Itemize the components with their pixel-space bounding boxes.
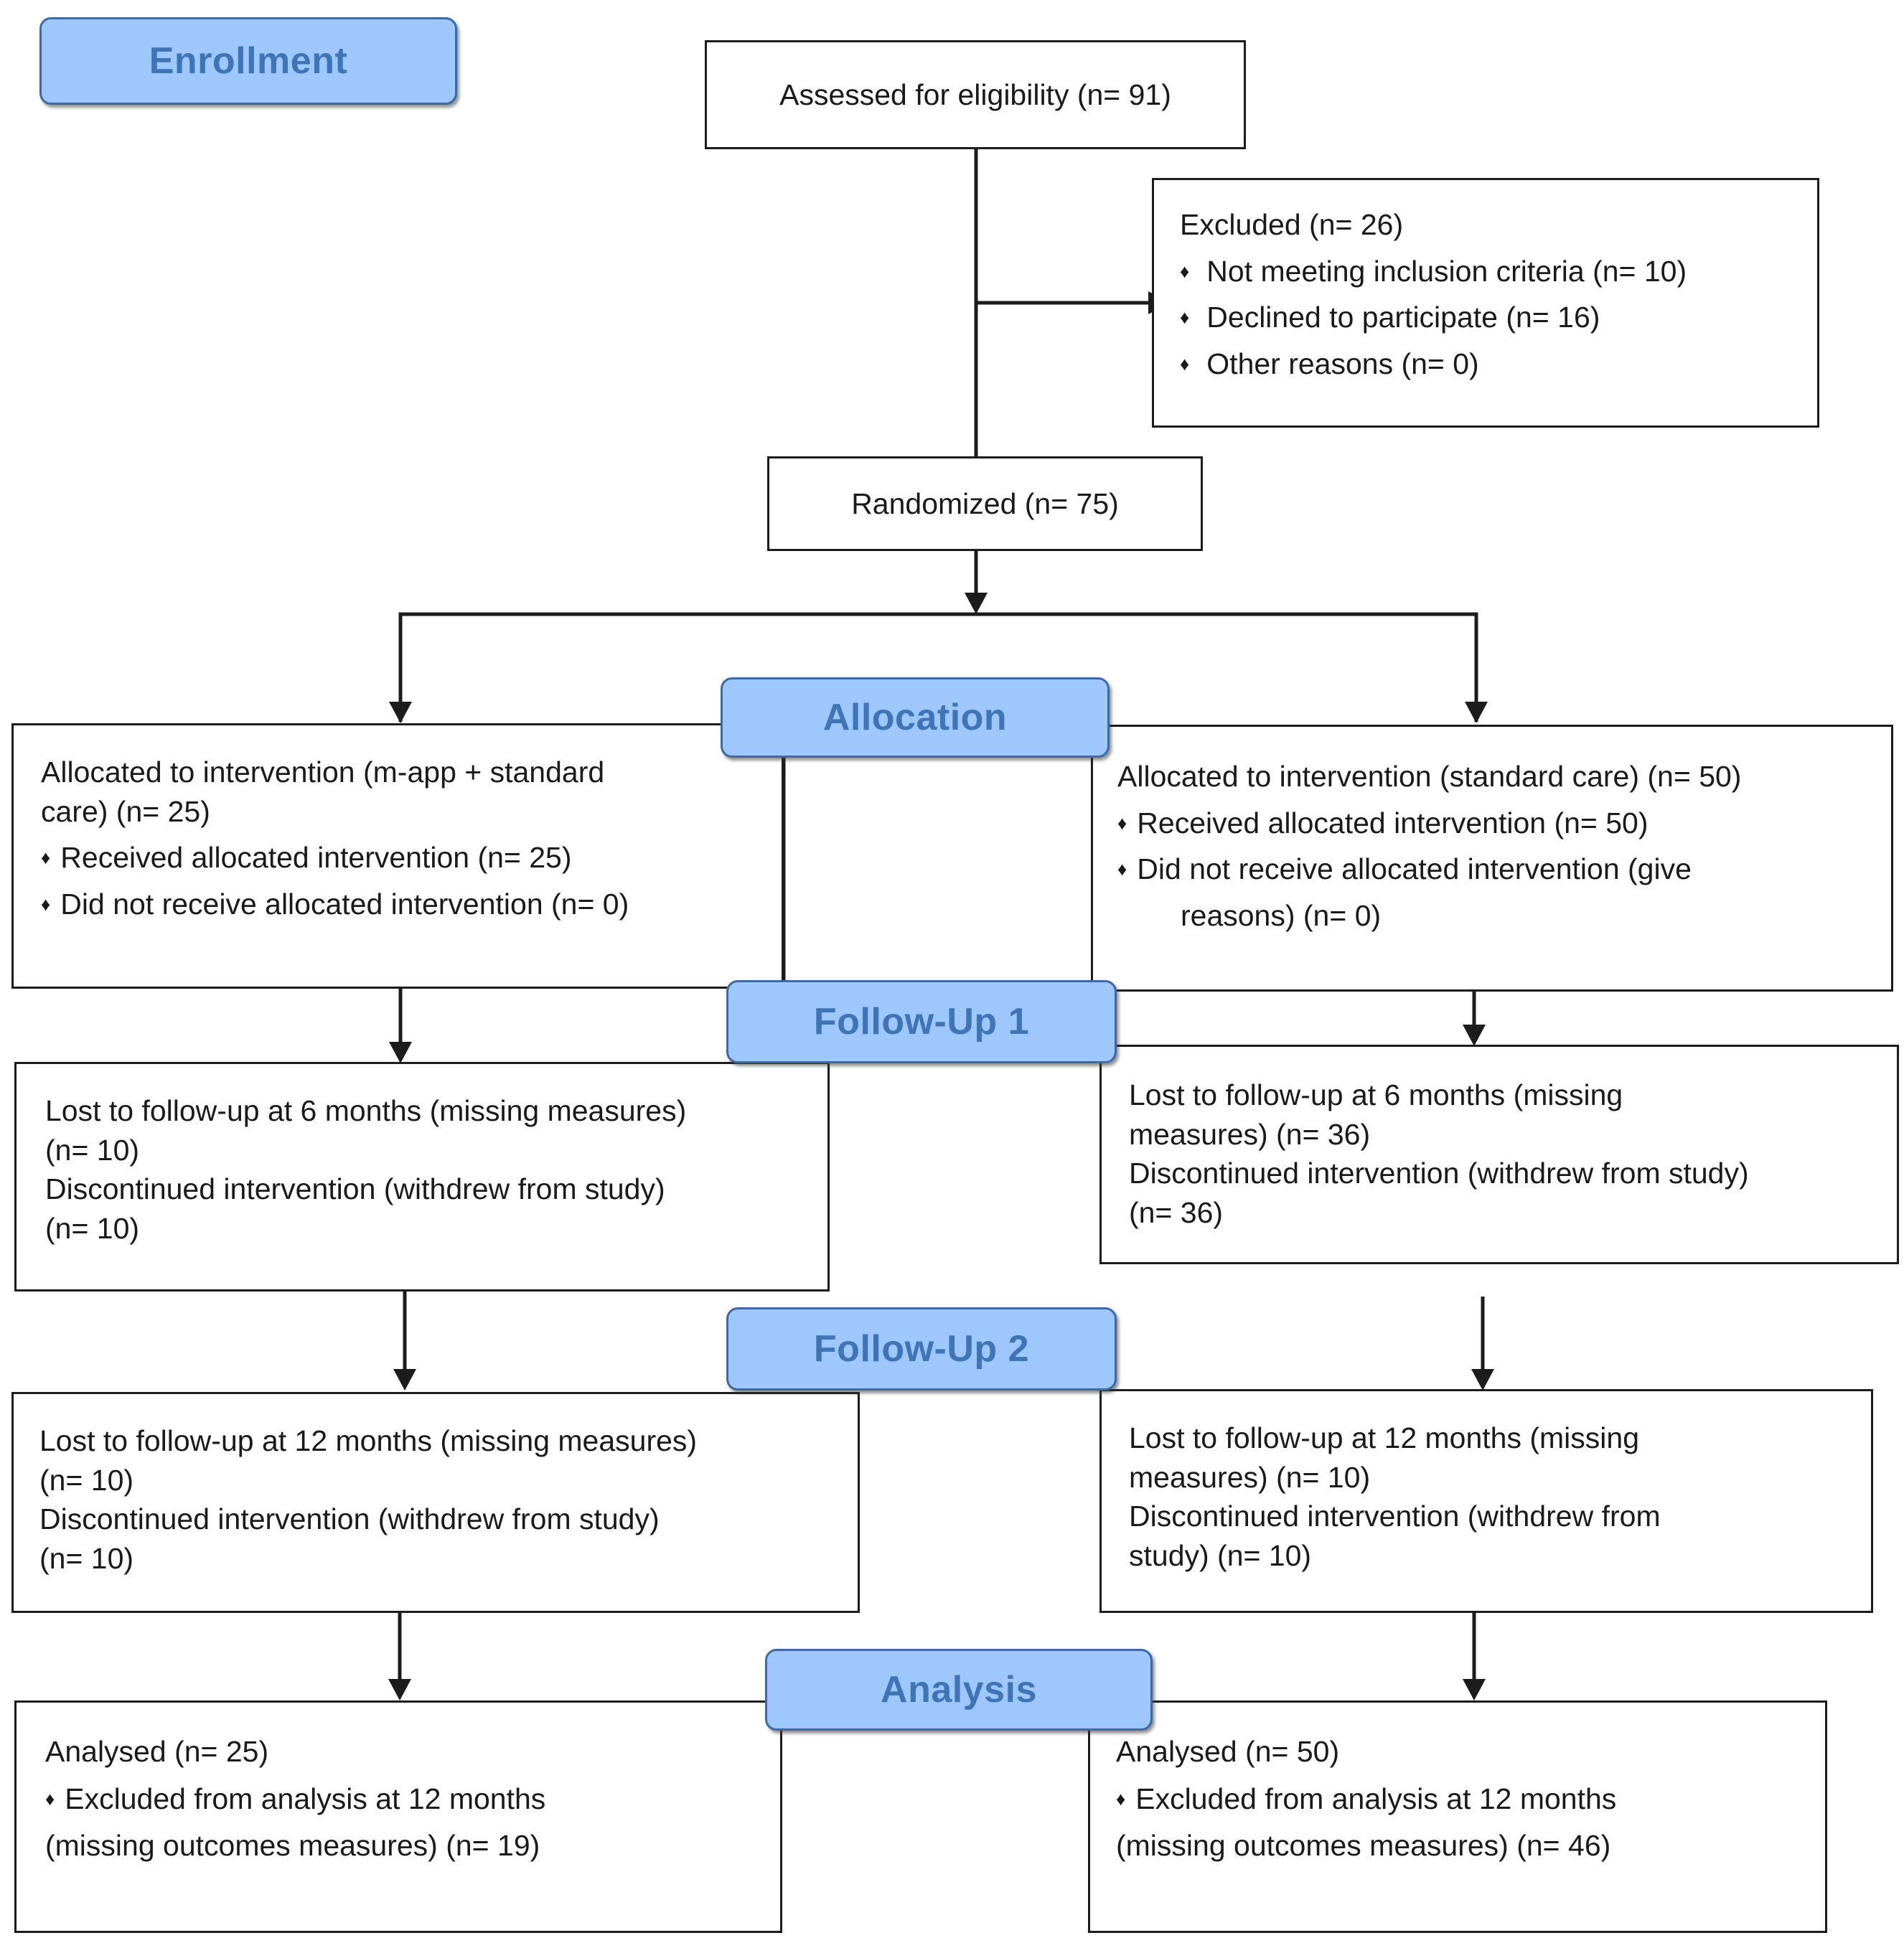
- follow-up-1-right-text: measures) (n= 36): [1129, 1117, 1371, 1151]
- assessed-text: Assessed for eligibility (n= 91): [779, 77, 1171, 111]
- follow-up-1-right-box: Lost to follow-up at 6 months (missing m…: [1099, 1045, 1899, 1264]
- follow-up-1-left-text: Lost to follow-up at 6 months (missing m…: [45, 1094, 687, 1127]
- analysis-right-continuation: (missing outcomes measures) (n= 46): [1116, 1829, 1611, 1863]
- allocation-right-continuation: reasons) (n= 0): [1181, 898, 1382, 932]
- follow-up-2-left-text: (n= 10): [39, 1541, 134, 1575]
- allocation-left-title: care) (n= 25): [41, 794, 210, 828]
- allocation-right-title: Allocated to intervention (standard care…: [1117, 760, 1742, 793]
- allocation-right-item: Did not receive allocated intervention (…: [1117, 850, 1891, 889]
- arrowhead-right-analysis: [1463, 1679, 1486, 1700]
- split-line: [398, 612, 1478, 722]
- analysis-left-item: Excluded from analysis at 12 months: [45, 1776, 780, 1823]
- follow-up-1-right-text: (n= 36): [1129, 1195, 1224, 1229]
- follow-up-2-left-box: Lost to follow-up at 12 months (missing …: [11, 1392, 860, 1613]
- follow-up-1-left-box: Lost to follow-up at 6 months (missing m…: [14, 1062, 830, 1292]
- stage-label-follow-up-1: Follow-Up 1: [726, 980, 1117, 1063]
- arrowhead-randomized: [965, 593, 988, 614]
- follow-up-1-right-text: Lost to follow-up at 6 months (missing: [1129, 1078, 1623, 1111]
- follow-up-2-left-text: (n= 10): [39, 1463, 134, 1497]
- randomized-text: Randomized (n= 75): [851, 486, 1119, 520]
- follow-up-1-left-text: (n= 10): [45, 1211, 140, 1245]
- excluded-title: Excluded (n= 26): [1180, 208, 1404, 241]
- excluded-item: Declined to participate (n= 16): [1180, 298, 1817, 337]
- analysis-right-title: Analysed (n= 50): [1116, 1735, 1340, 1768]
- excluded-box: Excluded (n= 26) Not meeting inclusion c…: [1152, 178, 1819, 428]
- follow-up-1-right-text: Discontinued intervention (withdrew from…: [1129, 1157, 1749, 1190]
- follow-up-2-right-text: Lost to follow-up at 12 months (missing: [1129, 1421, 1639, 1454]
- stage-label-analysis: Analysis: [765, 1649, 1153, 1731]
- follow-up-2-right-text: study) (n= 10): [1129, 1538, 1312, 1572]
- arrowhead-left-fu1: [389, 1042, 412, 1063]
- analysis-left-box: Analysed (n= 25) Excluded from analysis …: [14, 1700, 782, 1933]
- assessed-box: Assessed for eligibility (n= 91): [705, 40, 1246, 149]
- follow-up-2-right-text: Discontinued intervention (withdrew from: [1129, 1500, 1661, 1533]
- analysis-left-continuation: (missing outcomes measures) (n= 19): [45, 1829, 540, 1863]
- arrowhead-right-fu2: [1471, 1369, 1494, 1391]
- excluded-item: Not meeting inclusion criteria (n= 10): [1180, 252, 1817, 291]
- follow-up-2-left-text: Discontinued intervention (withdrew from…: [39, 1502, 660, 1536]
- allocation-right-item: Received allocated intervention (n= 50): [1117, 804, 1891, 843]
- allocation-left-item: Did not receive allocated intervention (…: [41, 885, 782, 924]
- allocation-right-box: Allocated to intervention (standard care…: [1091, 725, 1893, 992]
- excluded-item: Other reasons (n= 0): [1180, 344, 1817, 384]
- arrowhead-left-alloc: [389, 702, 412, 723]
- allocation-left-item: Received allocated intervention (n= 25): [41, 838, 782, 878]
- follow-up-2-right-box: Lost to follow-up at 12 months (missing …: [1099, 1389, 1873, 1613]
- arrowhead-left-fu2: [393, 1369, 416, 1391]
- follow-up-2-right-text: measures) (n= 10): [1129, 1460, 1371, 1494]
- stage-label-follow-up-2: Follow-Up 2: [726, 1307, 1117, 1391]
- randomized-box: Randomized (n= 75): [767, 456, 1203, 551]
- stage-label-enrollment: Enrollment: [39, 17, 457, 105]
- stage-label-allocation: Allocation: [721, 677, 1110, 758]
- analysis-left-title: Analysed (n= 25): [45, 1735, 269, 1768]
- follow-up-2-left-text: Lost to follow-up at 12 months (missing …: [39, 1424, 698, 1457]
- analysis-right-item: Excluded from analysis at 12 months: [1116, 1776, 1825, 1823]
- follow-up-1-left-text: Discontinued intervention (withdrew from…: [45, 1172, 665, 1206]
- allocation-left-title: Allocated to intervention (m-app + stand…: [41, 756, 605, 789]
- follow-up-1-left-text: (n= 10): [45, 1133, 140, 1167]
- analysis-right-box: Analysed (n= 50) Excluded from analysis …: [1088, 1700, 1827, 1933]
- arrowhead-left-analysis: [388, 1679, 411, 1700]
- arrowhead-right-fu1: [1463, 1025, 1486, 1046]
- allocation-left-box: Allocated to intervention (m-app + stand…: [11, 723, 784, 989]
- arrowhead-right-alloc: [1465, 702, 1488, 723]
